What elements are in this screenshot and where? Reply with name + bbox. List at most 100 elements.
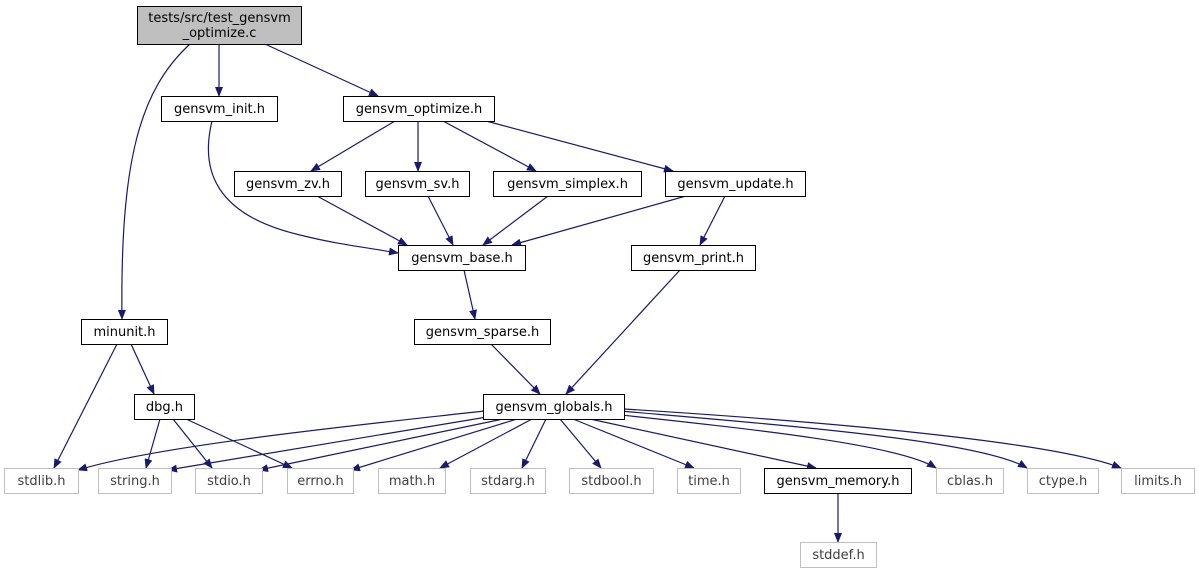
- node-box: [81, 319, 168, 345]
- node-stdlib: stdlib.h: [4, 468, 79, 494]
- node-label: gensvm_print.h: [643, 251, 744, 266]
- edge-dbg-to-errno: [185, 418, 293, 469]
- node-box: [378, 468, 446, 494]
- node-cblas: cblas.h: [936, 468, 1004, 494]
- node-gensvm-memory[interactable]: gensvm_memory.h: [764, 468, 912, 494]
- node-box: [665, 171, 806, 197]
- node-gensvm-update[interactable]: gensvm_update.h: [665, 171, 806, 197]
- node-minunit[interactable]: minunit.h: [81, 319, 168, 345]
- node-label: _optimize.c: [182, 26, 257, 41]
- node-box: [98, 468, 172, 494]
- edge-line: [490, 343, 541, 395]
- edge-gensvm_optimize-to-gensvm_update: [485, 120, 674, 173]
- node-label: gensvm_optimize.h: [356, 102, 483, 117]
- edge-line: [427, 195, 454, 246]
- edge-gensvm_optimize-to-gensvm_zv: [310, 120, 396, 172]
- node-label: gensvm_base.h: [411, 251, 512, 266]
- node-box: [569, 468, 654, 494]
- edge-gensvm_optimize-to-gensvm_simplex: [442, 120, 537, 172]
- edge-line: [310, 120, 396, 172]
- node-box: [134, 394, 195, 420]
- node-stdarg: stdarg.h: [470, 468, 546, 494]
- node-gensvm-optimize[interactable]: gensvm_optimize.h: [343, 96, 495, 122]
- edge-line: [207, 120, 399, 256]
- edge-gensvm_sparse-to-gensvm_globals: [490, 343, 541, 395]
- edge-line: [53, 343, 118, 469]
- node-label: gensvm_sparse.h: [426, 325, 540, 340]
- node-ctype: ctype.h: [1027, 468, 1099, 494]
- node-label: gensvm_simplex.h: [507, 177, 628, 192]
- node-label: tests/src/test_gensvm: [148, 11, 291, 26]
- edge-line: [77, 410, 485, 472]
- edge-line: [589, 418, 817, 471]
- node-gensvm-globals[interactable]: gensvm_globals.h: [483, 394, 625, 420]
- edge-gensvm_globals-to-stdarg: [521, 418, 547, 469]
- node-stddef: stddef.h: [800, 542, 877, 568]
- node-string: string.h: [98, 468, 172, 494]
- node-box: [936, 468, 1004, 494]
- edge-line: [559, 418, 602, 469]
- node-gensvm-init[interactable]: gensvm_init.h: [161, 96, 278, 122]
- node-gensvm-simplex[interactable]: gensvm_simplex.h: [493, 171, 642, 197]
- edge-line: [130, 343, 155, 395]
- edge-gensvm_update-to-gensvm_print: [699, 195, 726, 246]
- node-box: [234, 171, 342, 197]
- node-box: [161, 96, 278, 122]
- node-box: [470, 468, 546, 494]
- node-stdio: stdio.h: [195, 468, 263, 494]
- edge-line: [623, 408, 1122, 469]
- node-box: [493, 171, 642, 197]
- node-dbg[interactable]: dbg.h: [134, 394, 195, 420]
- edge-gensvm_simplex-to-gensvm_base: [482, 195, 549, 246]
- edge-dbg-to-string: [144, 418, 161, 469]
- node-gensvm-zv[interactable]: gensvm_zv.h: [234, 171, 342, 197]
- edge-line: [172, 418, 213, 469]
- edge-line: [185, 418, 293, 469]
- node-label: stdlib.h: [18, 474, 66, 489]
- node-box: [631, 245, 756, 271]
- node-label: errno.h: [297, 474, 344, 489]
- edges-layer: [53, 43, 1122, 543]
- edge-gensvm_globals-to-gensvm_memory: [589, 418, 817, 471]
- node-box: [764, 468, 912, 494]
- edge-gensvm_globals-to-stdlib: [77, 410, 485, 472]
- node-box: [800, 542, 877, 568]
- node-box: [365, 171, 470, 197]
- edge-line: [442, 120, 537, 172]
- node-stdbool: stdbool.h: [569, 468, 654, 494]
- node-gensvm-sparse[interactable]: gensvm_sparse.h: [414, 319, 551, 345]
- edge-line: [619, 410, 1028, 469]
- node-label: string.h: [110, 474, 160, 489]
- node-gensvm-base[interactable]: gensvm_base.h: [398, 245, 526, 271]
- node-box: [414, 319, 551, 345]
- node-root[interactable]: tests/src/test_gensvm_optimize.c: [137, 6, 302, 45]
- node-box: [1027, 468, 1099, 494]
- node-label: stdbool.h: [581, 474, 641, 489]
- edge-gensvm_globals-to-ctype: [619, 410, 1028, 469]
- node-label: gensvm_globals.h: [496, 400, 613, 415]
- node-box: [287, 468, 354, 494]
- node-limits: limits.h: [1121, 468, 1195, 494]
- node-box: [398, 245, 526, 271]
- edge-root-to-minunit: [117, 43, 191, 320]
- node-label: cblas.h: [947, 474, 993, 489]
- edge-line: [572, 418, 695, 469]
- edge-line: [485, 120, 674, 173]
- edge-gensvm_print-to-gensvm_globals: [565, 269, 681, 395]
- edge-gensvm_sv-to-gensvm_base: [427, 195, 454, 246]
- edge-minunit-to-dbg: [130, 343, 155, 395]
- edge-line: [511, 195, 687, 247]
- node-gensvm-sv[interactable]: gensvm_sv.h: [365, 171, 470, 197]
- node-math: math.h: [378, 468, 446, 494]
- edge-gensvm_globals-to-string: [167, 415, 494, 473]
- node-label: gensvm_init.h: [174, 102, 265, 117]
- edge-gensvm_update-to-gensvm_base: [511, 195, 687, 247]
- node-label: ctype.h: [1039, 474, 1088, 489]
- node-label: gensvm_memory.h: [777, 474, 900, 489]
- edge-line: [439, 418, 533, 469]
- edge-dbg-to-stdio: [172, 418, 213, 469]
- node-gensvm-print[interactable]: gensvm_print.h: [631, 245, 756, 271]
- edge-line: [264, 43, 379, 97]
- node-label: dbg.h: [146, 400, 183, 415]
